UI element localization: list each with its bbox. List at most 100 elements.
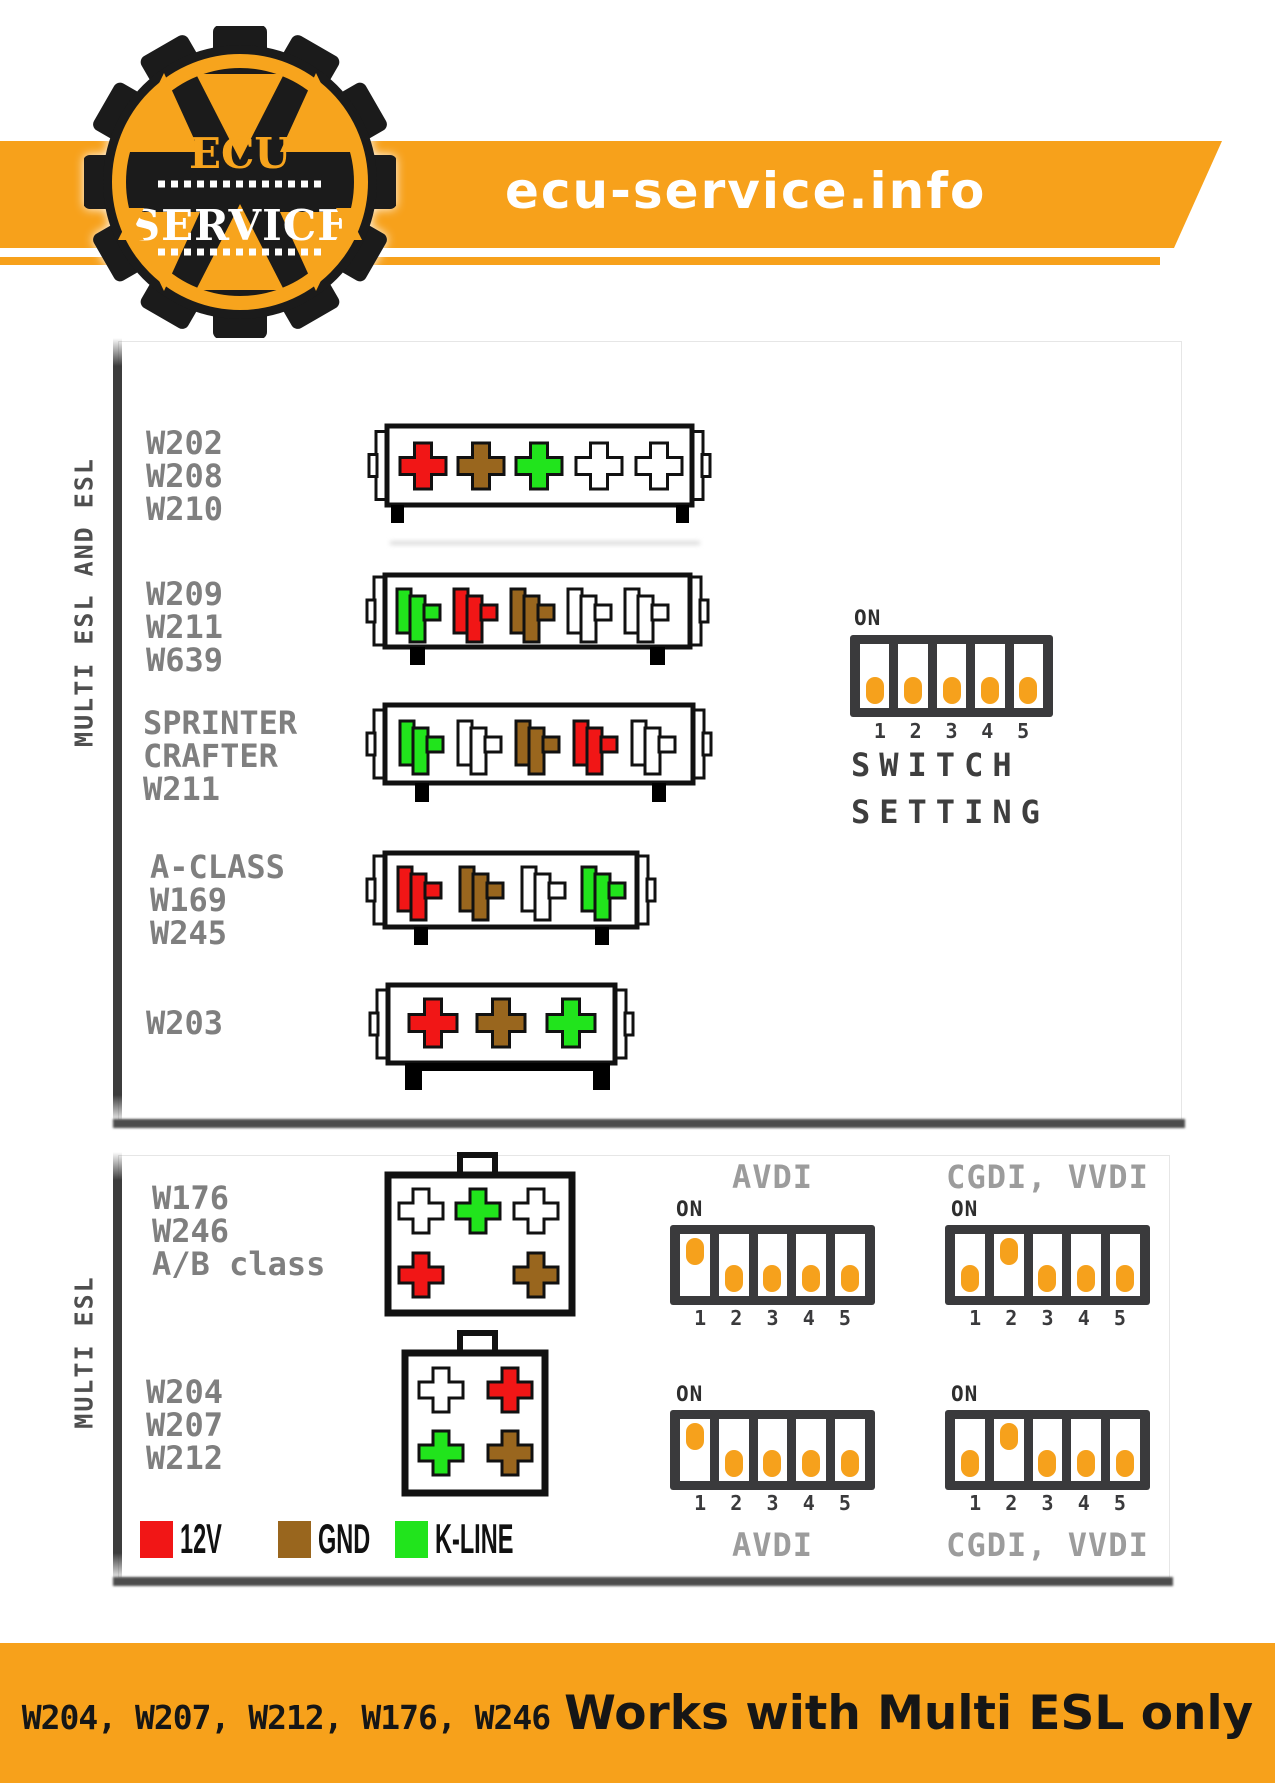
- dip-toggle-5-down[interactable]: [1116, 1265, 1135, 1292]
- multi-esl-connector-w176: [384, 1152, 576, 1317]
- pin-brown: [458, 865, 505, 922]
- dip-toggle-1-down[interactable]: [960, 1265, 979, 1292]
- dip-switch-cgdivvdi-bottom: [945, 1410, 1150, 1490]
- dip-toggle-2-up[interactable]: [999, 1238, 1018, 1265]
- dip-slot-1: [680, 1234, 710, 1296]
- dip-toggle-5-down[interactable]: [841, 1265, 860, 1292]
- pin-brown: [456, 441, 506, 491]
- dip-slot-1: [955, 1419, 985, 1481]
- dip-number: 4: [1077, 1306, 1090, 1330]
- dip-number: 5: [838, 1491, 851, 1515]
- pin-red: [452, 587, 499, 644]
- section-label-multi-esl: MULTI ESL: [69, 1275, 99, 1429]
- pin-green: [395, 587, 442, 644]
- pin-brown: [512, 1251, 560, 1299]
- dip-toggle-1-down[interactable]: [865, 677, 884, 704]
- dip-slot-2: [898, 644, 928, 708]
- dip-slot-2: [718, 1234, 749, 1296]
- pin-white: [634, 441, 684, 491]
- esl-connector-a-class: [365, 850, 657, 945]
- dip-slot-4: [1071, 1419, 1102, 1481]
- pin-brown: [514, 719, 561, 776]
- dip-number: 2: [1005, 1306, 1018, 1330]
- dip-toggle-3-down[interactable]: [763, 1450, 782, 1477]
- model-labels: SPRINTER CRAFTER W211: [143, 704, 298, 808]
- dip-slot-3: [757, 1419, 788, 1481]
- dip-toggle-1-down[interactable]: [960, 1450, 979, 1477]
- pin-white: [520, 865, 567, 922]
- legend-swatch-green: [395, 1521, 428, 1558]
- dip-toggle-4-down[interactable]: [1077, 1450, 1096, 1477]
- dip-number: 5: [1113, 1306, 1126, 1330]
- dip-number: 3: [766, 1306, 779, 1330]
- dip-toggle-2-up[interactable]: [999, 1423, 1018, 1450]
- legend-item-gnd: GND: [278, 1518, 428, 1561]
- dip-number: 2: [1005, 1491, 1018, 1515]
- dip-toggle-1-up[interactable]: [685, 1423, 704, 1450]
- dip-toggle-3-down[interactable]: [1038, 1265, 1057, 1292]
- pin-white: [417, 1366, 465, 1414]
- dip-toggle-3-down[interactable]: [942, 677, 961, 704]
- legend-label: K-LINE: [435, 1515, 514, 1562]
- pin-brown: [509, 587, 556, 644]
- pin-green: [514, 441, 564, 491]
- dip-toggle-5-down[interactable]: [1116, 1450, 1135, 1477]
- legend-item-k-line: K-LINE: [395, 1515, 545, 1562]
- footer-banner: W204, W207, W212, W176, W246 Works with …: [0, 1643, 1275, 1783]
- esl-connector-sprinter: [365, 702, 713, 802]
- esl-connector-w202: [367, 423, 712, 523]
- dip-toggle-5-down[interactable]: [841, 1450, 860, 1477]
- dip-on-label: ON: [676, 1197, 704, 1221]
- dip-toggle-4-down[interactable]: [802, 1450, 821, 1477]
- dip-title-cgdivvdi-bottom: CGDI, VVDI: [946, 1526, 1149, 1564]
- dip-toggle-2-down[interactable]: [724, 1265, 743, 1292]
- dip-toggle-2-down[interactable]: [904, 677, 923, 704]
- pin-white: [456, 719, 503, 776]
- dip-toggle-4-down[interactable]: [802, 1265, 821, 1292]
- section-label-multi-esl-and-esl: MULTI ESL AND ESL: [69, 457, 99, 747]
- dip-number: 3: [1041, 1306, 1054, 1330]
- dip-toggle-2-down[interactable]: [724, 1450, 743, 1477]
- dip-slot-5: [1110, 1234, 1140, 1296]
- dip-slot-3: [936, 644, 967, 708]
- dip-toggle-4-down[interactable]: [980, 677, 999, 704]
- esl-connector-w209: [365, 572, 710, 665]
- header-banner-underline: [0, 257, 1160, 265]
- connector-reflection: [390, 541, 700, 545]
- dip-slot-2: [993, 1419, 1024, 1481]
- dip-toggle-4-down[interactable]: [1077, 1265, 1096, 1292]
- dip-slot-5: [1110, 1419, 1140, 1481]
- dip-toggle-3-down[interactable]: [1038, 1450, 1057, 1477]
- dip-on-label: ON: [854, 606, 882, 630]
- model-labels: A-CLASS W169 W245: [150, 848, 285, 952]
- pin-red: [396, 865, 443, 922]
- dip-number: 1: [969, 1306, 982, 1330]
- dip-slot-2: [718, 1419, 749, 1481]
- dip-slot-3: [757, 1234, 788, 1296]
- dip-number: 1: [694, 1306, 707, 1330]
- dip-toggle-5-down[interactable]: [1019, 677, 1038, 704]
- dip-toggle-3-down[interactable]: [763, 1265, 782, 1292]
- dip-number: 5: [1113, 1491, 1126, 1515]
- dip-slot-1: [955, 1234, 985, 1296]
- dip-toggle-1-up[interactable]: [685, 1238, 704, 1265]
- dip-slot-4: [1071, 1234, 1102, 1296]
- footer-note: W204, W207, W212, W176, W246 Works with …: [22, 1686, 1253, 1741]
- model-labels: W204 W207 W212: [146, 1373, 224, 1477]
- footer-models: W204, W207, W212, W176, W246: [21, 1697, 551, 1737]
- dip-slot-1: [680, 1419, 710, 1481]
- pin-red: [397, 1251, 445, 1299]
- dip-title-cgdivvdi-top: CGDI, VVDI: [946, 1158, 1149, 1196]
- gear-icon: ECU SERVICE: [84, 26, 396, 338]
- dip-slot-2: [993, 1234, 1024, 1296]
- logo-text-service: SERVICE: [130, 201, 350, 250]
- legend-swatch-red: [140, 1521, 173, 1558]
- pin-red: [398, 441, 448, 491]
- dip-number: 1: [969, 1491, 982, 1515]
- model-labels: W209 W211 W639: [146, 575, 224, 679]
- dip-slot-5: [1013, 644, 1044, 708]
- esl-connector-w203: [368, 982, 635, 1090]
- footer-message: Works with Multi ESL only: [564, 1685, 1254, 1741]
